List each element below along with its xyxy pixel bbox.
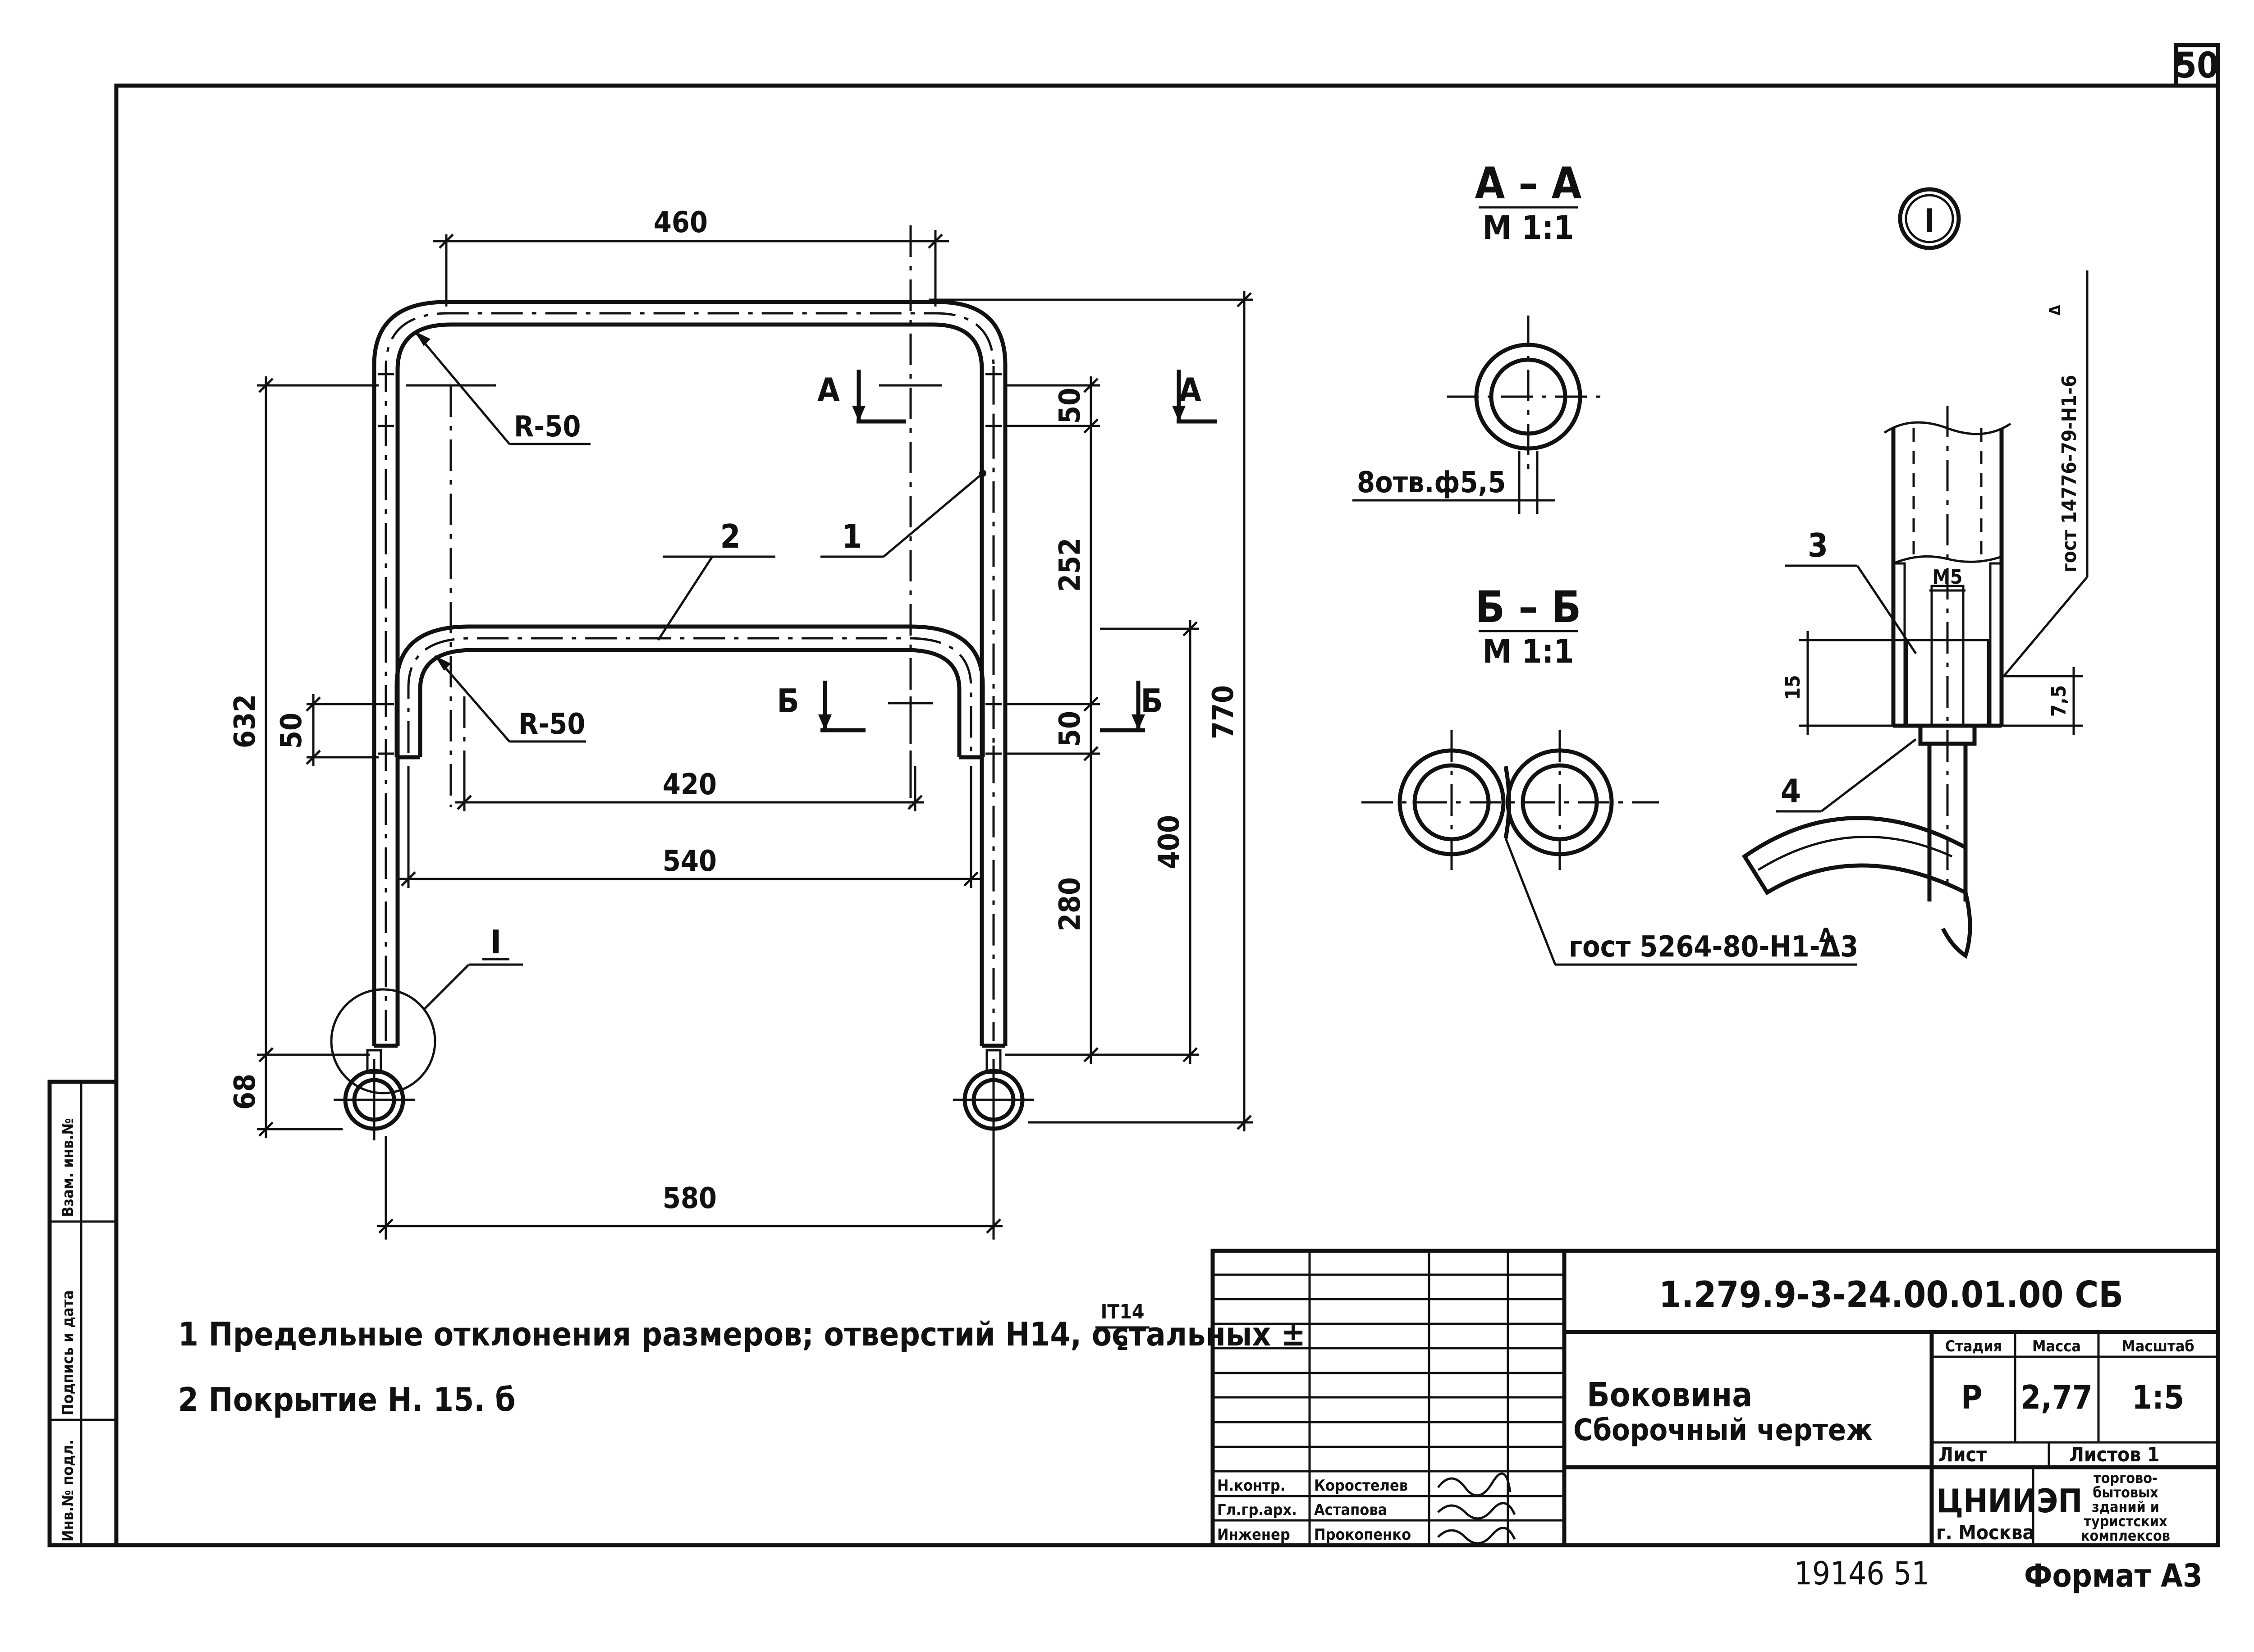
detail-i-part3: 3 <box>1808 526 1828 564</box>
tb-name-2: Сборочный чертеж <box>1573 1413 1873 1447</box>
detail-i-weld: гост 14776-79-Н1-6 <box>2058 375 2081 572</box>
format-label: Формат А3 <box>2024 1557 2203 1594</box>
cut-a-left-label: А <box>817 371 840 409</box>
note-1-frac-num: IT14 <box>1101 1300 1145 1323</box>
archive-number: 19146 51 <box>1794 1555 1929 1592</box>
section-aa-scale: М 1:1 <box>1482 209 1574 247</box>
section-bb <box>1361 630 1857 966</box>
inner-frame-tube <box>394 624 985 757</box>
tb-sig-name-2: Астапова <box>1314 1501 1387 1519</box>
note-2: 2 Покрытие Н. 15. б <box>178 1381 516 1419</box>
tb-org-desc-4: туристских <box>2084 1513 2167 1530</box>
side-stamp-inv: Инв.№ подл. <box>59 1440 77 1542</box>
dim-r-top: R-50 <box>514 410 581 444</box>
detail-i-marker: I <box>1924 202 1935 240</box>
tb-value-stage: Р <box>1961 1378 1982 1416</box>
dim-68: 68 <box>229 1074 262 1110</box>
section-bb-weld: гост 5264-80-Н1-Δ3 <box>1569 930 1858 964</box>
side-stamp-sign: Подпись и дата <box>59 1290 77 1415</box>
tb-header-scale: Масштаб <box>2121 1337 2194 1355</box>
tb-sig-role-1: Н.контр. <box>1217 1477 1285 1495</box>
tb-org-desc-3: зданий и <box>2092 1498 2159 1515</box>
tb-sig-name-1: Коростелев <box>1314 1477 1408 1495</box>
dim-252: 252 <box>1054 538 1087 592</box>
dim-770: 770 <box>1207 685 1240 739</box>
cut-b-left-label: Б <box>777 682 799 720</box>
section-aa-title: А – А <box>1475 158 1582 209</box>
dim-420: 420 <box>663 768 717 801</box>
outer-frame-tube <box>372 300 1008 1046</box>
part-2-label: 2 <box>720 517 740 555</box>
side-stamp <box>47 1080 119 1547</box>
section-aa <box>1352 206 1609 514</box>
detail-i-dim-15: 15 <box>1782 675 1805 700</box>
tb-header-mass: Масса <box>2032 1337 2081 1355</box>
tb-sig-role-2: Гл.гр.арх. <box>1217 1501 1297 1519</box>
detail-i-dim-75: 7,5 <box>2048 685 2071 717</box>
dim-50-right-top: 50 <box>1054 388 1087 424</box>
dim-50-right-mid: 50 <box>1054 711 1087 747</box>
tb-org-desc-5: комплексов <box>2081 1527 2170 1544</box>
dim-580: 580 <box>663 1182 717 1215</box>
dim-540: 540 <box>663 845 717 878</box>
title-block <box>1210 1249 2220 1547</box>
tb-sheets-label: Листов 1 <box>2069 1443 2160 1466</box>
tb-sheet-label: Лист <box>1938 1443 1987 1466</box>
side-stamp-repl: Взам. инв.№ <box>59 1118 77 1217</box>
part-1-label: 1 <box>842 517 862 555</box>
section-bb-weld-sup: Δ <box>1819 924 1833 947</box>
tb-name-1: Боковина <box>1587 1376 1752 1414</box>
detail-i-label: I <box>490 923 501 961</box>
tb-org-line2: г. Москва <box>1936 1521 2034 1544</box>
note-1-frac-den: 2 <box>1116 1332 1129 1355</box>
cut-a-right-label: А <box>1179 371 1201 409</box>
tb-sig-role-3: Инженер <box>1217 1526 1290 1544</box>
detail-i-part4: 4 <box>1781 772 1801 810</box>
tb-value-mass: 2,77 <box>2020 1378 2093 1416</box>
dim-400: 400 <box>1153 815 1186 869</box>
page-number-box <box>2174 43 2220 88</box>
tb-org-line1: ЦНИИЭП <box>1936 1482 2083 1520</box>
dim-280: 280 <box>1054 877 1087 931</box>
detail-i <box>1741 187 2089 959</box>
tb-header-stage: Стадия <box>1945 1337 2002 1355</box>
section-bb-scale: М 1:1 <box>1482 632 1574 670</box>
main-view <box>257 225 1253 1240</box>
page-number: 50 <box>2175 46 2219 86</box>
detail-i-thread: М5 <box>1933 566 1963 589</box>
tb-org-desc-1: торгово- <box>2094 1469 2158 1487</box>
cut-b-right-label: Б <box>1141 682 1163 720</box>
tb-designation: 1.279.9-3-24.00.01.00 СБ <box>1659 1274 2123 1316</box>
note-1: 1 Предельные отклонения размеров; отверс… <box>178 1315 1306 1353</box>
dim-460: 460 <box>654 206 708 239</box>
tb-value-scale: 1:5 <box>2132 1378 2184 1416</box>
tb-org-desc-2: бытовых <box>2093 1484 2158 1501</box>
dim-632: 632 <box>229 694 262 748</box>
tb-sig-name-3: Прокопенко <box>1314 1526 1411 1544</box>
dim-r-mid: R-50 <box>518 708 585 741</box>
section-aa-note: 8отв.ф5,5 <box>1357 466 1506 499</box>
sheet-frame <box>114 43 2220 1547</box>
section-bb-title: Б – Б <box>1475 582 1581 632</box>
detail-i-circle <box>330 988 436 1094</box>
detail-i-weld-sup: Δ <box>2046 305 2064 316</box>
dim-50-left: 50 <box>275 713 308 749</box>
